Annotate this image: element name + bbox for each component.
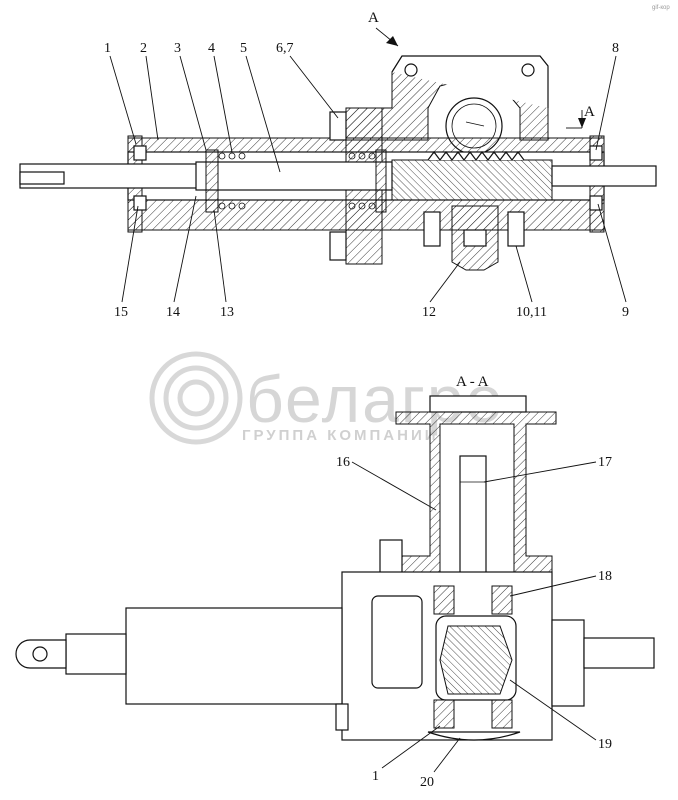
label-1: 1 (104, 41, 111, 56)
spring-4 (218, 152, 376, 160)
leader-13 (213, 209, 227, 303)
leader-18 (509, 575, 597, 597)
watermark-subtitle: ГРУППА КОМПАНИИ (242, 427, 439, 444)
leader-6-7 (289, 55, 339, 119)
bolt-11 (507, 211, 525, 247)
leader-14 (173, 195, 197, 303)
leader-1 (109, 55, 137, 145)
label-8: 8 (612, 41, 619, 56)
leader-12 (429, 261, 461, 303)
leader-8 (595, 55, 617, 151)
section-window (371, 595, 423, 689)
label-13: 13 (220, 305, 234, 320)
bolt-top (329, 111, 347, 141)
spring-13 (218, 202, 376, 210)
bracket-hole-right (521, 63, 535, 77)
bracket-outline (391, 55, 549, 108)
leader-1-section (381, 725, 441, 769)
rod-end (19, 171, 65, 185)
rack-teeth (427, 151, 525, 161)
section-housing-16 (395, 411, 557, 573)
section-view: A - A 16 17 18 1 (15, 374, 655, 790)
leader-5 (245, 55, 281, 173)
watermark-logo-icon (149, 351, 243, 445)
bottom-labels: 15 14 13 12 10,11 9 (114, 195, 629, 320)
label-10-11: 10,11 (516, 305, 547, 320)
bracket-hole-left (404, 63, 418, 77)
bearing-18-right (491, 585, 513, 615)
label-16: 16 (336, 455, 350, 470)
leader-2 (145, 55, 159, 141)
label-1-section: 1 (372, 769, 379, 784)
leader-16 (351, 461, 437, 511)
leader-15 (121, 205, 139, 303)
section-marker-top: A (368, 10, 379, 26)
section-right-boss (551, 619, 585, 707)
rod-eye-hole-icon (32, 646, 48, 662)
section-arrow-top-icon (386, 36, 398, 46)
label-9: 9 (622, 305, 629, 320)
label-14: 14 (166, 305, 180, 320)
label-4: 4 (208, 41, 215, 56)
label-15: 15 (114, 305, 128, 320)
section-cylinder (125, 607, 343, 705)
label-3: 3 (174, 41, 181, 56)
top-view: A A 1 2 3 4 5 6,7 8 15 14 (19, 10, 657, 320)
seal-left-top (133, 145, 147, 161)
bolt-bottom (329, 231, 347, 261)
corner-note: gif-кор (652, 5, 670, 11)
bearing-18-left (433, 585, 455, 615)
valve-port (463, 229, 487, 247)
spring-seat-right (375, 149, 387, 213)
section-arrow-right-icon (578, 118, 586, 128)
seal-right-bottom (589, 195, 603, 211)
piston (195, 161, 393, 191)
leader-3 (179, 55, 207, 151)
section-marker-right: A (584, 104, 595, 120)
seal-right-top (589, 145, 603, 161)
top-labels: 1 2 3 4 5 6,7 8 (104, 41, 619, 173)
leader-10-11 (515, 245, 533, 303)
rack (391, 159, 553, 201)
section-title: A - A (456, 374, 489, 390)
spring-seat-left (205, 149, 219, 213)
label-19: 19 (598, 737, 612, 752)
leader-19 (509, 679, 597, 741)
leader-4 (213, 55, 233, 153)
label-12: 12 (422, 305, 436, 320)
section-right-rod (583, 637, 655, 669)
bottom-cover-20 (427, 731, 521, 741)
section-rod (65, 633, 127, 675)
shaft-keyway (465, 121, 485, 127)
rod-right (551, 165, 657, 187)
label-18: 18 (598, 569, 612, 584)
bearing-lower-right (491, 699, 513, 729)
label-20: 20 (420, 775, 434, 790)
label-5: 5 (240, 41, 247, 56)
bearing-lower-left (433, 699, 455, 729)
leader-20 (433, 737, 461, 773)
label-6-7: 6,7 (276, 41, 294, 56)
label-17: 17 (598, 455, 612, 470)
worm-19 (439, 625, 513, 695)
label-2: 2 (140, 41, 147, 56)
section-bolt-bottom (335, 703, 349, 731)
bolt-10 (423, 211, 441, 247)
leader-17 (483, 461, 597, 483)
bracket-cap (429, 395, 527, 413)
leader-9 (597, 203, 627, 303)
seal-left-bottom (133, 195, 147, 211)
sector-shaft-17 (459, 455, 487, 587)
